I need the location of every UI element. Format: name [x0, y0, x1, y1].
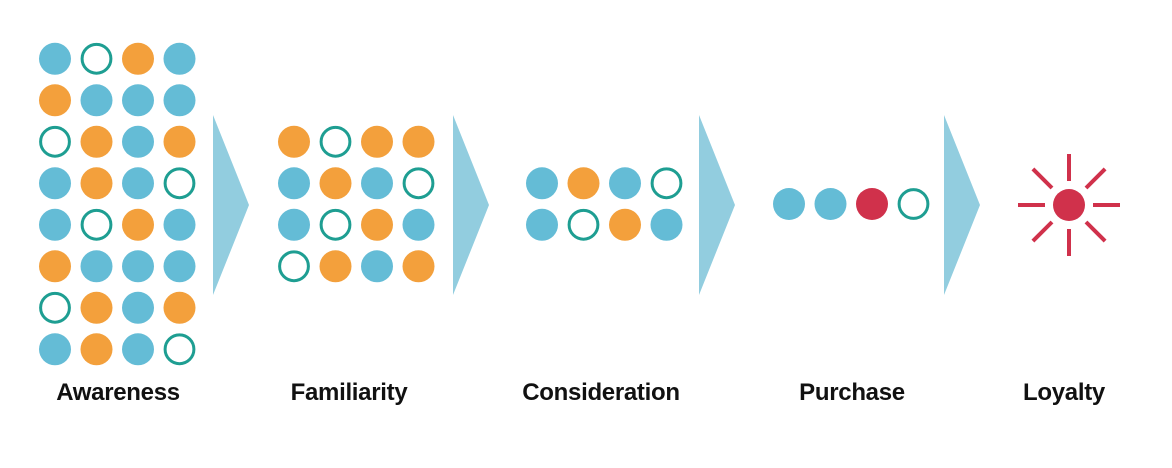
- familiarity-blue-circle: [361, 167, 393, 200]
- awareness-orange-circle: [39, 84, 71, 117]
- dots-layer: [39, 42, 930, 366]
- arrow-consideration-to-purchase-icon: [699, 115, 735, 295]
- familiarity-orange-circle: [319, 250, 352, 283]
- sun-ray: [1084, 167, 1107, 190]
- purchase-empty-teal-circle: [897, 188, 930, 220]
- awareness-blue-circle: [122, 333, 154, 366]
- arrow-purchase-to-loyalty-icon: [944, 115, 980, 295]
- arrows-layer: [213, 115, 980, 295]
- consideration-blue-circle: [526, 167, 558, 200]
- consideration-empty-teal-circle: [567, 208, 600, 241]
- awareness-empty-teal-circle: [39, 291, 71, 324]
- awareness-empty-teal-circle: [163, 167, 196, 200]
- awareness-blue-circle: [122, 250, 154, 283]
- awareness-blue-circle: [163, 208, 196, 241]
- sun-ray: [1031, 167, 1054, 190]
- sun-burst-icon: [1018, 154, 1120, 256]
- awareness-blue-circle: [122, 167, 154, 200]
- familiarity-orange-circle: [319, 167, 352, 200]
- familiarity-blue-circle: [361, 250, 393, 283]
- purchase-blue-circle: [814, 188, 847, 220]
- sun-ray: [1031, 220, 1054, 243]
- familiarity-blue-circle: [402, 208, 435, 241]
- awareness-blue-circle: [39, 42, 71, 75]
- awareness-blue-circle: [122, 84, 154, 117]
- familiarity-empty-teal-circle: [319, 125, 352, 158]
- awareness-blue-circle: [39, 208, 71, 241]
- consideration-empty-teal-circle: [650, 167, 683, 200]
- sun-ray: [1084, 220, 1107, 243]
- awareness-orange-circle: [122, 42, 154, 75]
- awareness-blue-circle: [163, 84, 196, 117]
- stage-label-loyalty: Loyalty: [1023, 379, 1105, 406]
- familiarity-orange-circle: [278, 125, 310, 158]
- consideration-orange-circle: [609, 208, 641, 241]
- familiarity-orange-circle: [361, 208, 393, 241]
- consideration-blue-circle: [650, 208, 683, 241]
- stage-label-purchase: Purchase: [799, 379, 905, 406]
- purchase-red-circle: [856, 188, 888, 220]
- familiarity-orange-circle: [402, 250, 435, 283]
- awareness-empty-teal-circle: [80, 208, 113, 241]
- awareness-blue-circle: [39, 333, 71, 366]
- awareness-orange-circle: [80, 125, 113, 158]
- stage-label-consideration: Consideration: [522, 379, 680, 406]
- familiarity-empty-teal-circle: [278, 250, 310, 283]
- familiarity-empty-teal-circle: [319, 208, 352, 241]
- stage-label-familiarity: Familiarity: [290, 379, 408, 406]
- stage-label-awareness: Awareness: [56, 379, 180, 406]
- consideration-orange-circle: [567, 167, 600, 200]
- awareness-blue-circle: [80, 84, 113, 117]
- sun-core: [1053, 189, 1085, 221]
- awareness-blue-circle: [39, 167, 71, 200]
- purchase-blue-circle: [773, 188, 805, 220]
- awareness-orange-circle: [122, 208, 154, 241]
- awareness-orange-circle: [80, 167, 113, 200]
- familiarity-orange-circle: [402, 125, 435, 158]
- familiarity-empty-teal-circle: [402, 167, 435, 200]
- awareness-empty-teal-circle: [80, 42, 113, 75]
- awareness-orange-circle: [80, 291, 113, 324]
- awareness-orange-circle: [80, 333, 113, 366]
- awareness-blue-circle: [163, 250, 196, 283]
- awareness-orange-circle: [163, 125, 196, 158]
- awareness-empty-teal-circle: [39, 125, 71, 158]
- awareness-blue-circle: [80, 250, 113, 283]
- consideration-blue-circle: [609, 167, 641, 200]
- awareness-orange-circle: [39, 250, 71, 283]
- awareness-blue-circle: [122, 291, 154, 324]
- awareness-empty-teal-circle: [163, 333, 196, 366]
- arrow-awareness-to-familiarity-icon: [213, 115, 249, 295]
- familiarity-blue-circle: [278, 208, 310, 241]
- arrow-familiarity-to-consideration-icon: [453, 115, 489, 295]
- familiarity-blue-circle: [278, 167, 310, 200]
- awareness-blue-circle: [163, 42, 196, 75]
- awareness-blue-circle: [122, 125, 154, 158]
- consideration-blue-circle: [526, 208, 558, 241]
- familiarity-orange-circle: [361, 125, 393, 158]
- awareness-orange-circle: [163, 291, 196, 324]
